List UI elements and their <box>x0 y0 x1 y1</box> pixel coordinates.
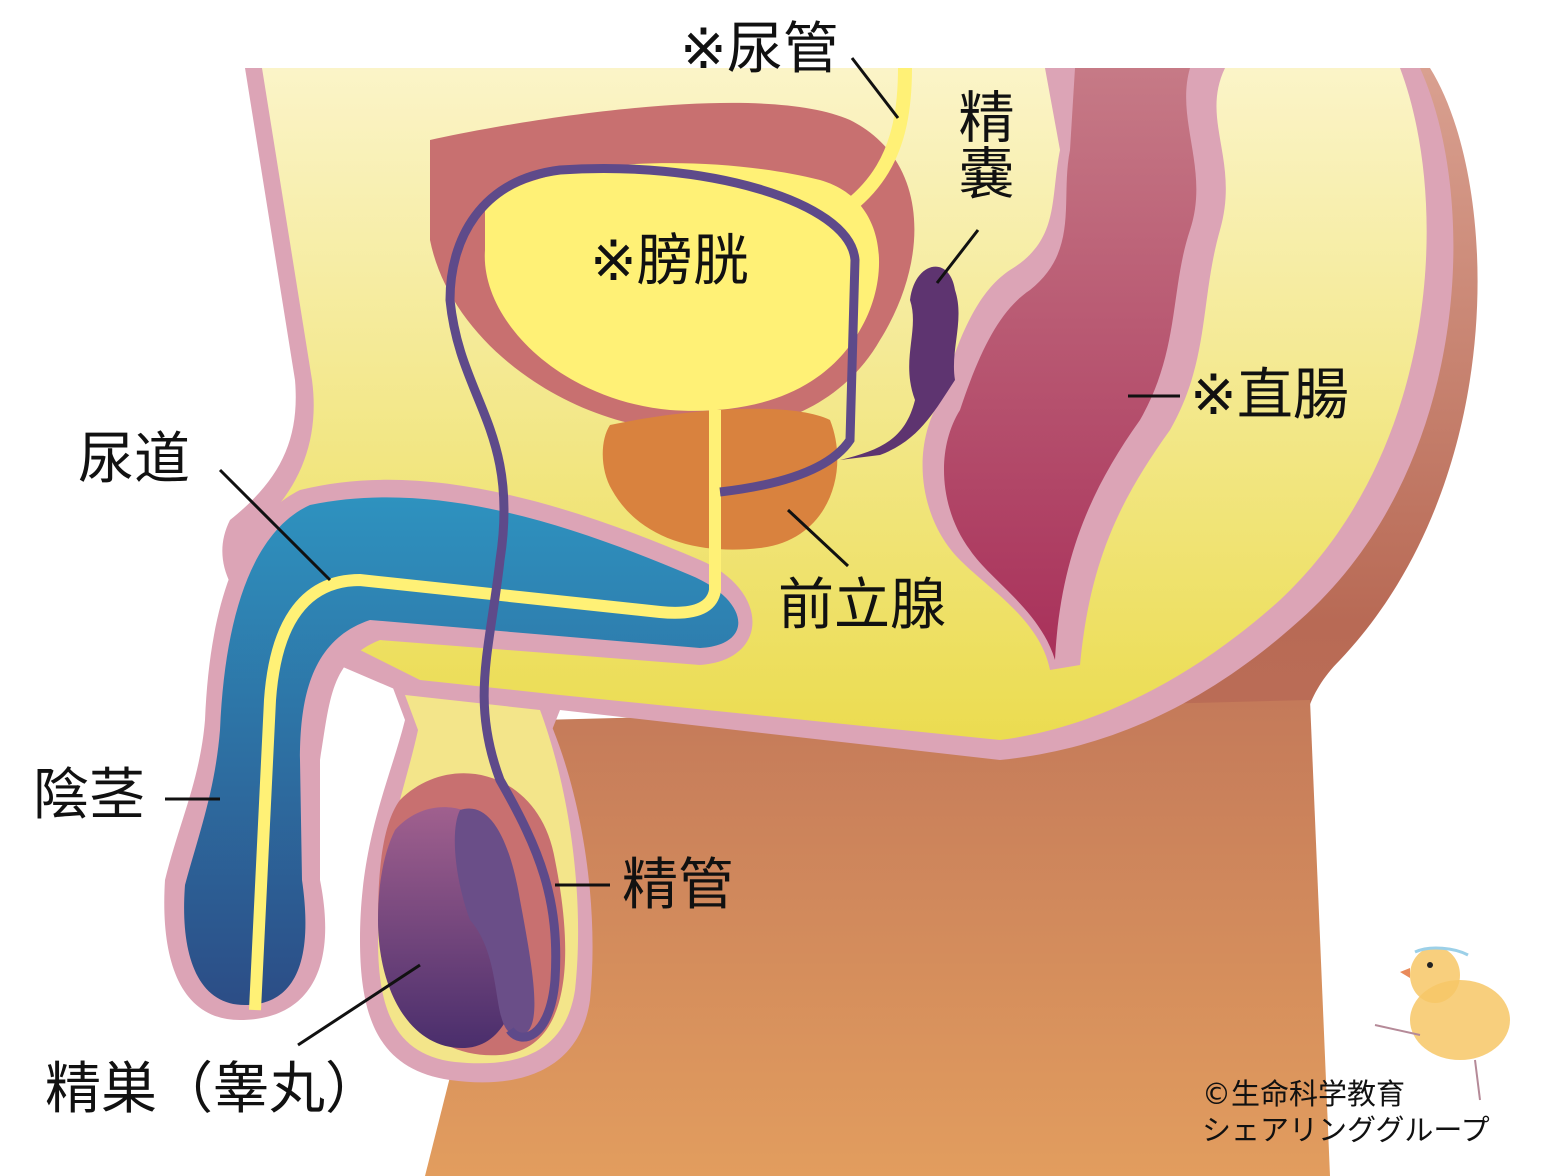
label-penis: 陰茎 <box>33 763 145 828</box>
epididymis <box>454 808 535 1036</box>
copyright-line2: シェアリンググループ <box>1202 1113 1490 1147</box>
urethra <box>249 410 721 1011</box>
chick-mascot-logo <box>1374 946 1510 1101</box>
copyright-line1: ©生命科学教育 <box>1202 1077 1406 1111</box>
bladder <box>484 163 880 411</box>
label-rectum: ※直腸 <box>1190 363 1349 428</box>
label-urethra: 尿道 <box>78 427 190 492</box>
label-testis: 精巣（睾丸） <box>45 1057 381 1122</box>
rectum <box>943 68 1197 660</box>
label-bladder: ※膀胱 <box>590 229 749 294</box>
label-vas-deferens: 精管 <box>622 853 734 918</box>
penis <box>184 497 739 1005</box>
label-prostate: 前立腺 <box>778 573 946 638</box>
lower-body <box>425 700 1330 1176</box>
label-seminal-vesicle: 精嚢 <box>949 88 1014 200</box>
label-ureter: ※尿管 <box>680 17 839 82</box>
leader-lines <box>165 57 1180 1047</box>
copyright: ©生命科学教育 シェアリンググループ <box>1202 1076 1490 1148</box>
vas-deferens <box>445 163 860 1042</box>
seminal-vesicle <box>840 266 959 460</box>
